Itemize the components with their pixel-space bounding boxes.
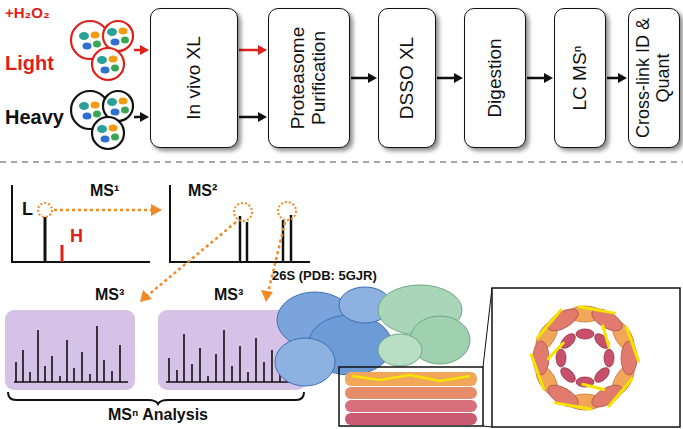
- step-label: DSSO XL: [397, 13, 418, 143]
- text-label: MS³: [95, 286, 124, 304]
- cell-label: Heavy: [5, 106, 64, 129]
- flow-arrow: [239, 45, 267, 55]
- text-label: MSⁿ Analysis: [108, 406, 208, 424]
- flow-arrow: [239, 112, 267, 122]
- cell-label: Light: [5, 52, 54, 75]
- step-label: Cross-link ID & Quant: [634, 13, 674, 143]
- heavy-cells: [71, 91, 133, 149]
- process-box: DSSO XL: [378, 8, 436, 148]
- flow-arrow: [607, 73, 627, 83]
- process-box: In vivo XL: [150, 8, 238, 148]
- separator: [0, 161, 683, 163]
- cell-label: +H₂O₂: [5, 4, 50, 21]
- ms1-spectrum: [12, 185, 162, 262]
- ms3-spectra: [5, 310, 306, 404]
- ring-zoom: [492, 288, 680, 427]
- cell-group: Heavy: [3, 86, 133, 148]
- process-box: Cross-link ID & Quant: [628, 8, 680, 148]
- flow-arrow: [134, 45, 149, 55]
- text-label: MS²: [188, 182, 217, 200]
- light-cells: [71, 21, 133, 80]
- flow-arrow: [134, 112, 149, 122]
- text-label: 26S (PDB: 5GJR): [272, 268, 377, 283]
- flow-arrow: [437, 73, 463, 83]
- process-box: LC MSⁿ: [554, 8, 606, 148]
- step-label: In vivo XL: [184, 13, 205, 143]
- process-box: Proteasome Purification: [268, 8, 350, 148]
- proteasome-structure: [275, 285, 492, 427]
- flow-arrow: [351, 73, 377, 83]
- text-label: H: [70, 226, 83, 247]
- step-label: LC MSⁿ: [570, 13, 591, 143]
- process-box: Digestion: [464, 8, 526, 148]
- text-label: MS¹: [90, 182, 119, 200]
- flow-arrow: [527, 73, 553, 83]
- step-label: Proteasome Purification: [288, 13, 330, 143]
- text-label: MS³: [214, 286, 243, 304]
- text-label: L: [22, 199, 33, 220]
- cell-group: +H₂O₂ Light: [3, 2, 133, 82]
- step-label: Digestion: [485, 13, 506, 143]
- ms2-spectrum: [140, 185, 310, 302]
